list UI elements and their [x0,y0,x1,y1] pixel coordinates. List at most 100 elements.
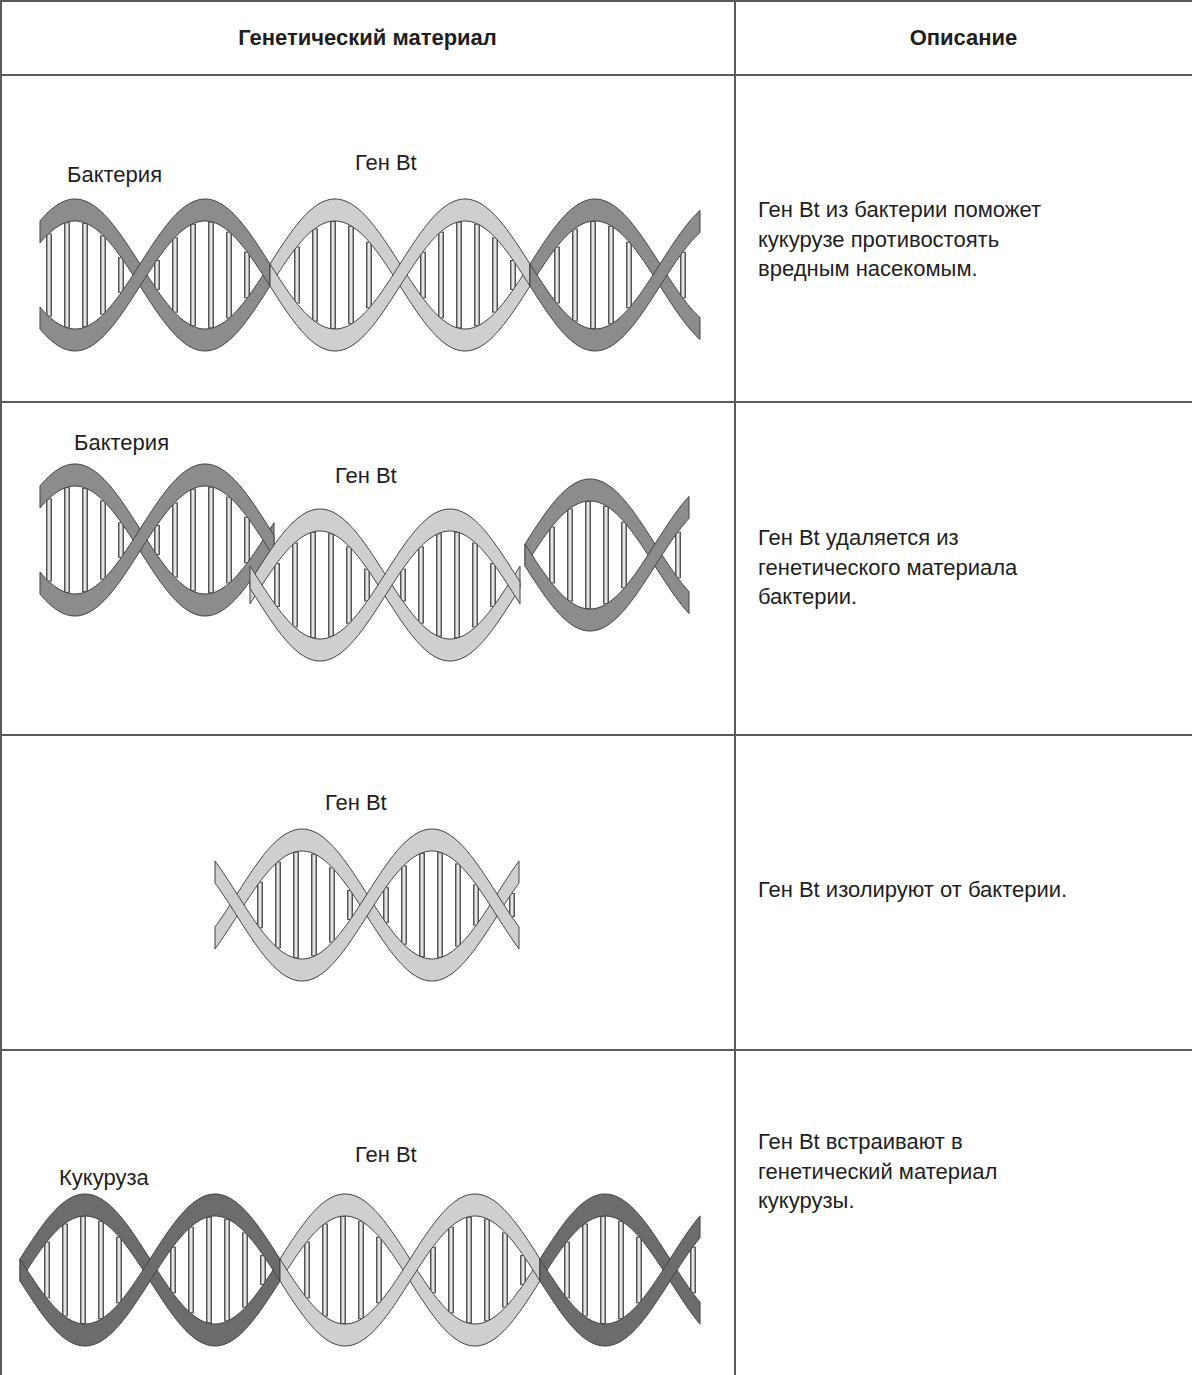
base-pair [448,1227,454,1314]
base-pair [292,543,298,628]
base-pair [490,563,496,607]
base-pair [358,1221,364,1319]
base-pair [347,890,353,920]
base-pair [62,1223,68,1316]
dna-strand [530,211,700,351]
base-pair [174,238,177,311]
base-pair [312,228,318,321]
base-pair [366,242,372,309]
base-pair [314,229,317,320]
base-pair [549,527,555,584]
base-pair [244,252,250,299]
base-pair [476,225,479,326]
base-pair [378,1238,381,1303]
base-pair [188,1227,194,1314]
dna-strand [20,1194,280,1346]
base-pair [436,533,442,636]
base-pair [82,223,88,327]
base-pair [364,569,370,602]
base-pair [275,862,281,949]
base-pair [118,257,124,293]
base-pair [102,501,105,578]
table-header: Описание [735,23,1192,53]
base-pair [328,533,334,636]
base-pair [564,1242,570,1299]
dna-segment [540,1194,700,1346]
base-pair [98,1221,104,1319]
base-pair [474,224,480,327]
base-pair [587,502,590,608]
base-pair [274,563,280,607]
base-pair [306,1243,309,1298]
base-pair [554,247,560,304]
base-pair [64,222,70,328]
base-pair [44,1242,50,1299]
dna-strand [250,509,520,661]
base-pair [512,261,515,289]
base-pair [569,509,572,600]
dna-strand [250,509,520,661]
base-pair [210,223,213,328]
base-pair [456,533,459,637]
base-pair [46,1243,49,1298]
base-pair [46,498,52,581]
table-line [734,0,736,1375]
dna-segment [250,509,520,661]
base-pair [572,228,578,321]
gene-label: Ген Bt [352,1140,420,1170]
base-pair [329,867,335,942]
table-line [0,401,1192,403]
base-pair [226,497,232,584]
base-pair [574,229,577,320]
base-pair [402,570,405,601]
base-pair [170,1247,176,1294]
base-pair [332,222,335,328]
base-pair [440,233,443,318]
base-pair [636,1237,642,1304]
base-pair [64,487,70,593]
base-pair [82,1217,85,1323]
base-pair [324,1224,327,1315]
description-cell: Ген Bt встраивают в генетический материа… [758,1127,1088,1216]
base-pair [520,1255,526,1285]
base-pair [504,1233,507,1306]
base-pair [603,506,609,604]
dna-segment [280,1194,540,1346]
base-pair [156,261,159,289]
base-pair [102,236,105,313]
base-pair [474,544,477,627]
base-pair [621,522,627,589]
base-pair [206,1217,212,1324]
dna-segment [270,199,530,351]
base-pair [295,853,298,958]
organism-label: Бактерия [71,428,172,458]
base-pair [46,233,52,316]
base-pair [473,884,479,925]
base-pair [244,1233,247,1306]
dna-strand [40,464,274,616]
base-pair [590,221,596,329]
base-pair [350,227,353,323]
base-pair [190,224,196,327]
base-pair [100,235,106,314]
base-pair [190,1228,193,1313]
base-pair [322,1223,328,1316]
base-pair [118,522,124,558]
dna-strand [280,1194,540,1346]
base-pair [618,1221,624,1319]
base-pair [118,1238,121,1303]
base-pair [438,534,441,635]
base-pair [331,868,334,941]
base-pair [472,543,478,628]
base-pair [623,523,626,588]
base-pair [502,1232,508,1307]
dna-strand [270,199,530,351]
base-pair [484,1219,490,1322]
base-pair [84,489,87,591]
base-pair [608,226,614,324]
base-pair [626,242,632,309]
table-line [0,0,1192,2]
base-pair [120,523,123,557]
base-pair [522,1256,525,1284]
dna-segment [40,199,270,351]
